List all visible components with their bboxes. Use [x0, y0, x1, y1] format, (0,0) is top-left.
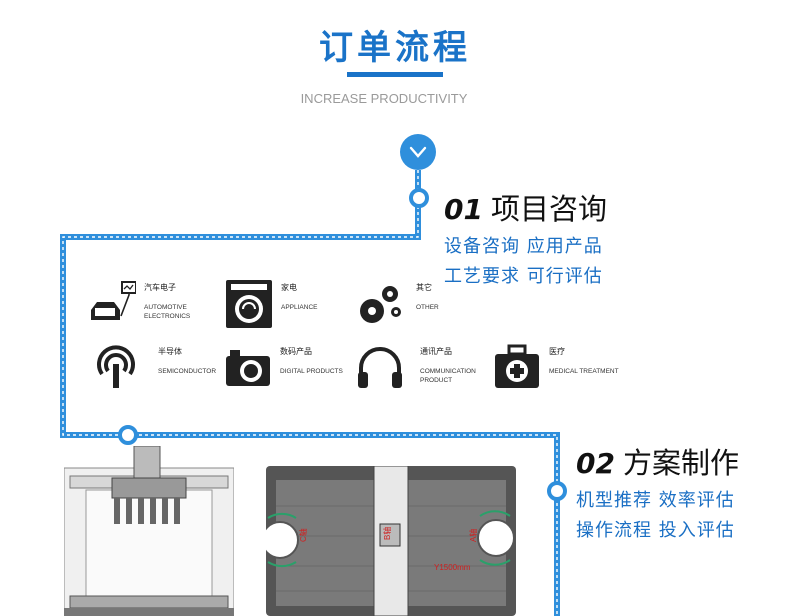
category-name: 汽车电子: [144, 283, 176, 292]
car-diagnostics-icon: [91, 281, 136, 320]
category-name: 通讯产品: [420, 347, 452, 356]
category-communication: 通讯产品 COMMUNICATION PRODUCT: [356, 344, 492, 392]
step-number: 01: [444, 193, 483, 226]
headphones-icon: [358, 347, 402, 388]
category-other: 其它 OTHER: [356, 280, 488, 328]
step-01: 01 项目咨询 设备咨询 应用产品 工艺要求 可行评估: [444, 186, 607, 288]
category-name: 数码产品: [280, 347, 312, 356]
gears-icon: [360, 286, 401, 323]
category-english: OTHER: [416, 304, 439, 311]
category-name: 其它: [416, 283, 432, 292]
step-title: 方案制作: [622, 446, 739, 480]
category-semiconductor: 半导体 SEMICONDUCTOR: [92, 344, 230, 392]
step-detail-line: 操作流程 投入评估: [576, 520, 735, 541]
category-medical: 医疗 MEDICAL TREATMENT: [493, 344, 621, 392]
category-name: 医疗: [549, 347, 565, 356]
semiconductor-signal-icon: [97, 345, 135, 388]
page-title: 订单流程: [319, 28, 471, 68]
category-english: APPLIANCE: [281, 304, 318, 311]
category-english: SEMICONDUCTOR: [158, 368, 217, 375]
medical-kit-icon: [495, 344, 539, 388]
chevron-down-icon[interactable]: [400, 134, 436, 170]
divider-node: [118, 425, 138, 445]
category-appliance: 家电 APPLIANCE: [225, 280, 353, 328]
machine-side-view-image: [64, 446, 234, 616]
step-detail-line: 设备咨询 应用产品: [444, 236, 603, 257]
category-english: MEDICAL TREATMENT: [549, 368, 619, 375]
step-title: 项目咨询: [490, 192, 607, 226]
step-detail-line: 机型推荐 效率评估: [576, 490, 735, 511]
c-axis-label: C轴: [298, 528, 308, 542]
washing-machine-icon: [226, 280, 272, 328]
machine-top-view-image: C轴 B轴 A轴 Y1500mm: [266, 466, 516, 616]
step-number: 02: [576, 447, 615, 480]
category-english: AUTOMOTIVE ELECTRONICS: [144, 304, 191, 320]
category-english: DIGITAL PRODUCTS: [280, 368, 343, 375]
category-name: 家电: [281, 283, 297, 292]
b-axis-label: B轴: [382, 527, 392, 540]
title-underline: [347, 72, 443, 77]
category-automotive: 汽车电子 AUTOMOTIVE ELECTRONICS: [88, 280, 216, 328]
step-detail-line: 工艺要求 可行评估: [444, 266, 603, 287]
step-02-node: [547, 481, 567, 501]
step-01-node: [409, 188, 429, 208]
category-digital: 数码产品 DIGITAL PRODUCTS: [224, 344, 352, 392]
page-subtitle: INCREASE PRODUCTIVITY: [300, 91, 468, 106]
a-axis-label: A轴: [468, 529, 478, 542]
camera-icon: [226, 350, 270, 386]
category-name: 半导体: [158, 347, 182, 356]
category-english: COMMUNICATION PRODUCT: [420, 368, 476, 384]
step-02: 02 方案制作 机型推荐 效率评估 操作流程 投入评估: [576, 440, 739, 542]
y-travel-label: Y1500mm: [434, 563, 471, 572]
